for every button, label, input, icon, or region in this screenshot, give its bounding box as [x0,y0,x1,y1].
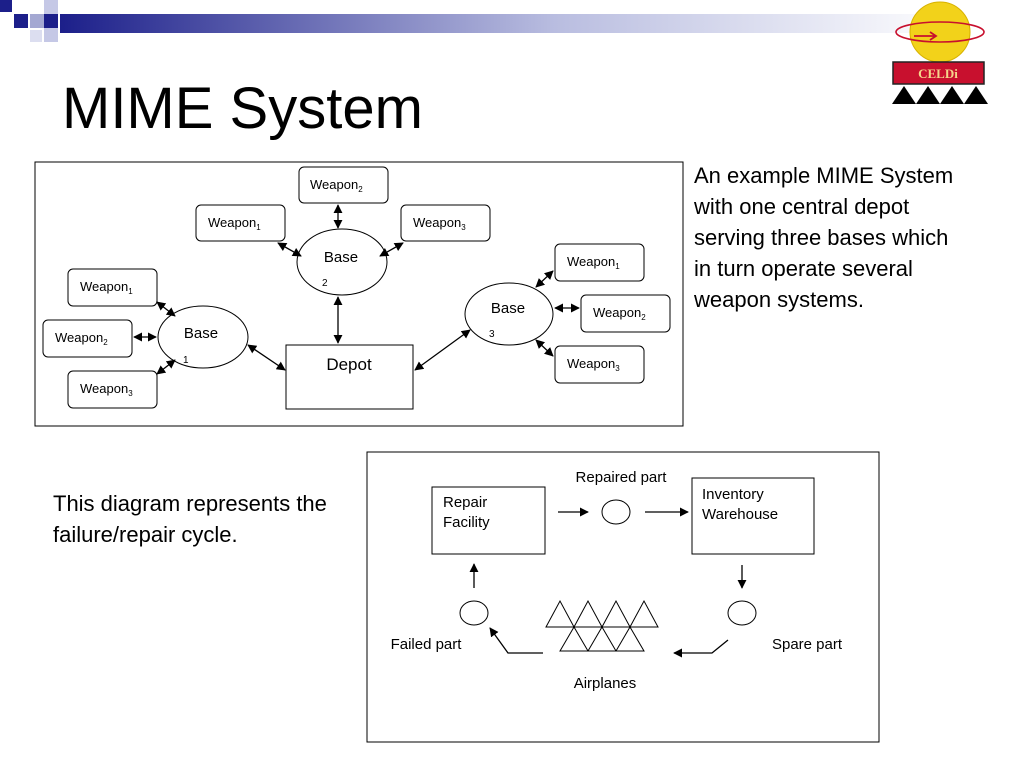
caption-repair-cycle: This diagram represents the failure/repa… [53,491,327,547]
connector-base2-weapon3 [379,242,404,257]
weapon-node: Weapon3 [67,370,158,409]
svg-text:Weapon2: Weapon2 [55,330,108,347]
svg-text:Weapon3: Weapon3 [80,381,133,398]
spare-part-circle [727,600,757,626]
arrow-spare-to-airplanes [673,639,729,658]
arrow-airplanes-to-failed [489,627,543,654]
airplanes-icon [545,599,659,652]
base-3-node: Base 3 [464,282,554,346]
cycle-arrows [469,507,747,658]
base-2-sub: 2 [322,278,328,289]
caption-mime-example: An example MIME System with one central … [694,163,954,312]
weapon-node: Weapon3 [400,204,491,242]
celdi-logo: CELDi [886,0,990,106]
base-1-sub: 1 [183,355,189,366]
header-decoration [0,0,960,42]
connector-depot-base1 [247,344,286,371]
failed-part-label: Failed part [391,636,463,653]
repair-cycle-diagram: Repair Facility Inventory Warehouse Repa… [366,451,880,743]
base-1-label: Base [184,325,218,342]
mime-network-diagram: Depot Base 1 Base 2 Base 3 Weapon2 Weapo… [34,161,684,427]
weapon-node: Weapon1 [195,204,286,242]
connector-base3-weapon3 [535,339,554,357]
connector-depot-base3 [414,329,471,371]
svg-text:Weapon2: Weapon2 [593,305,646,322]
base-2-node: Base 2 [296,228,388,296]
airplanes-label: Airplanes [574,675,637,692]
svg-text:Weapon3: Weapon3 [567,356,620,373]
diagram2-frame [366,451,880,743]
svg-text:Weapon1: Weapon1 [80,279,133,296]
slide-title: MIME System [62,76,423,141]
logo-text: CELDi [918,66,958,81]
connector-base2-weapon1 [277,242,302,257]
svg-text:Weapon3: Weapon3 [413,215,466,232]
weapon-node: Weapon2 [42,319,133,358]
weapon-node: Weapon3 [554,345,645,384]
network-connectors [133,204,580,375]
weapon-node: Weapon1 [67,268,158,307]
inventory-warehouse-node: Inventory Warehouse [691,477,815,555]
base-2-label: Base [324,249,358,266]
base-3-sub: 3 [489,329,495,340]
spare-part-label: Spare part [772,636,843,653]
repair-facility-node: Repair Facility [431,486,546,555]
connector-base3-weapon1 [535,270,554,288]
weapon-node: Weapon2 [580,294,671,333]
failed-part-circle [459,600,489,626]
svg-text:Weapon1: Weapon1 [567,254,620,271]
connector-base1-weapon3 [156,359,176,375]
base-3-label: Base [491,300,525,317]
depot-node: Depot [285,344,414,410]
depot-label: Depot [326,355,372,374]
weapon-node: Weapon1 [554,243,645,282]
svg-text:Weapon1: Weapon1 [208,215,261,232]
inventory-warehouse-label: Inventory Warehouse [702,486,778,523]
connector-base1-weapon1 [156,301,176,317]
diagram1-frame [34,161,684,427]
svg-text:Weapon2: Weapon2 [310,177,363,194]
base-1-node: Base 1 [157,305,249,369]
weapon-node: Weapon2 [298,166,389,204]
repair-facility-label: Repair Facility [443,494,491,531]
repaired-part-label: Repaired part [576,469,668,486]
repaired-part-circle [601,499,631,525]
